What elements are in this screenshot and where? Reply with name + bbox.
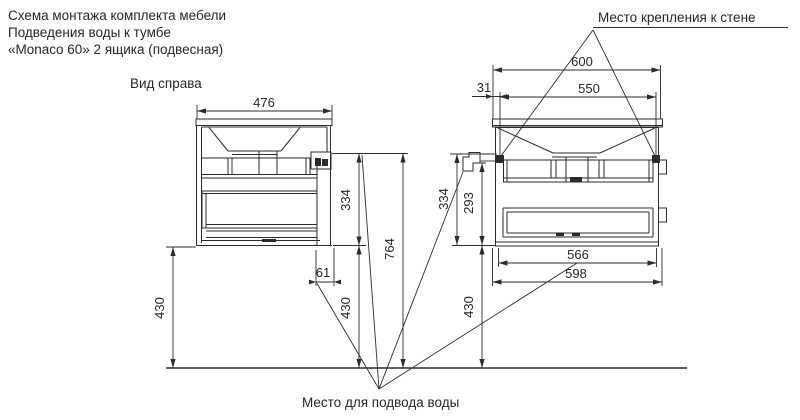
dim-430-left: 430 [152,297,167,319]
front-cabinet-lines [492,125,663,247]
wall-mount-leader [500,27,788,157]
front-mount-point-right [652,155,660,163]
side-cabinet-lines [196,125,332,246]
dim-764: 764 [382,238,397,260]
dim-334-side: 334 [338,189,353,211]
dim-334-front: 334 [436,188,451,210]
dim-61-arrow-right [334,279,341,285]
side-view-label: Вид справа [130,76,202,91]
title-line-1: Схема монтажа комплекта мебели [8,8,226,23]
front-slide-bump-lower [658,207,667,223]
dim-598: 598 [565,266,587,281]
side-wall-bracket [310,151,332,170]
front-bottom-fitting-1 [556,233,564,236]
dim-31-arrow-left [486,94,493,99]
side-bracket-clamp-2 [322,159,328,166]
wall-mount-label: Место крепления к стене [598,10,756,25]
water-supply-leader [316,154,578,390]
dim-476: 476 [253,95,275,110]
title-line-2: Подведения воды к тумбе [8,25,171,40]
side-bracket-clamp-1 [315,158,321,166]
dim-550: 550 [578,81,600,96]
dim-430-mid: 430 [338,297,353,319]
dim-61-arrow-left [309,279,316,285]
front-water-bracket [462,152,481,172]
dim-566: 566 [567,247,589,262]
front-bottom-fitting-2 [572,233,580,236]
dim-31-arrow-right [500,94,507,99]
water-supply-label: Место для подвода воды [302,395,459,410]
dim-293: 293 [461,192,476,214]
dim-31: 31 [477,80,491,95]
dimension-texts: 476 334 764 430 430 61 600 550 31 334 29… [152,54,600,319]
side-bottom-fitting [262,239,276,242]
front-mount-point-left [496,155,504,163]
dimension-lines [170,67,662,368]
front-slide-bump-upper [658,159,667,175]
title-line-3: «Monaco 60» 2 ящика (подвесная) [8,42,223,57]
leader-lines [316,27,788,390]
side-view-drawing [195,118,333,246]
dim-61: 61 [316,265,330,280]
dim-600: 600 [571,54,593,69]
front-view-drawing [462,118,667,247]
dim-430-right: 430 [461,296,476,318]
side-countertop [195,118,333,126]
front-drain-mark [570,177,582,182]
